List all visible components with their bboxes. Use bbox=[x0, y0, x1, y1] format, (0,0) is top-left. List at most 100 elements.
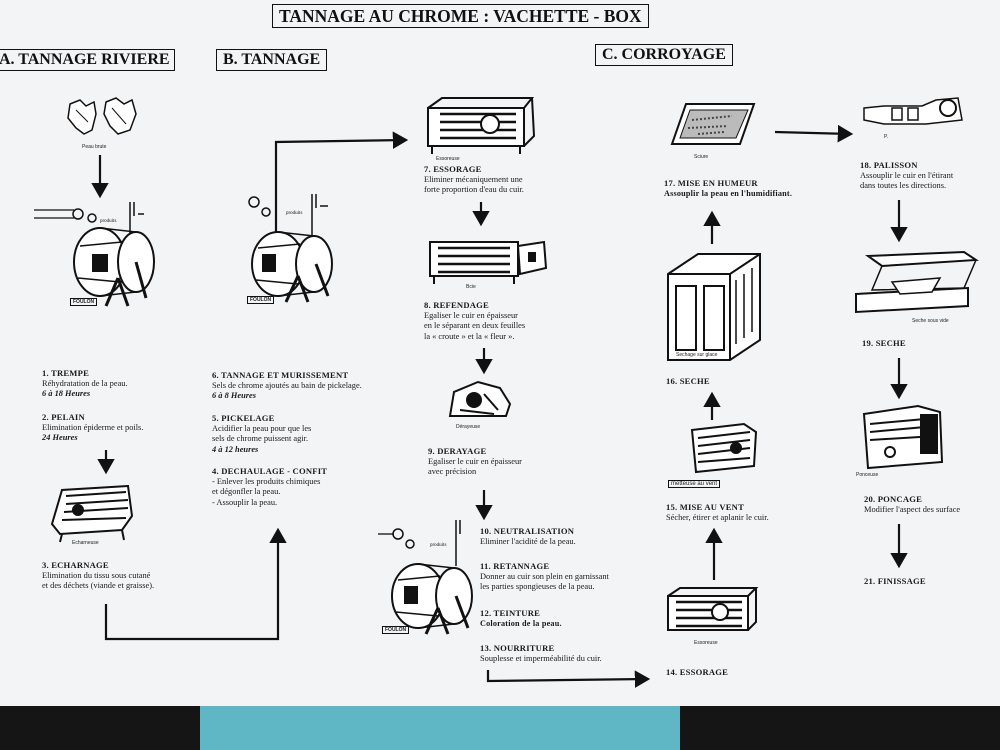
step-19-title: 19. SECHE bbox=[862, 338, 906, 348]
step-9-title: 9. DERAYAGE bbox=[428, 446, 487, 456]
svg-text:produits: produits bbox=[100, 219, 116, 224]
step-8: 8. REFENDAGE Egaliser le cuir en épaisse… bbox=[424, 300, 525, 342]
refendeuse-machine bbox=[429, 240, 548, 284]
step-4-desc-3: - Assouplir la peau. bbox=[212, 497, 278, 507]
step-3-title: 3. ECHARNAGE bbox=[42, 560, 109, 570]
step-4-desc-1: - Enlever les produits chimiques bbox=[212, 476, 321, 486]
echarneuse-machine bbox=[50, 484, 134, 543]
step-6-time: 6 à 8 Heures bbox=[212, 391, 256, 400]
background-teal bbox=[200, 706, 680, 750]
derayeuse-label: Dérayeuse bbox=[456, 424, 481, 430]
palisson-machine bbox=[863, 97, 963, 125]
step-15-title: 15. MISE AU VENT bbox=[666, 502, 745, 512]
peau-brute-label: Peau brute bbox=[82, 144, 107, 150]
step-15-desc: Sécher, étirer et aplanir le cuir. bbox=[666, 512, 769, 522]
foulon-label-2: FOULON bbox=[247, 296, 275, 304]
step-5-title: 5. PICKELAGE bbox=[212, 413, 275, 423]
step-10-desc: Eliminer l'acidité de la peau. bbox=[480, 536, 576, 546]
step-3-desc-2: et des déchets (viande et graisse). bbox=[42, 581, 155, 590]
step-3-desc-1: Elimination du tissu sous cutané bbox=[42, 570, 151, 580]
sciure-tray bbox=[670, 103, 756, 145]
step-1-desc: Réhydratation de la peau. bbox=[42, 378, 128, 388]
step-12-desc: Coloration de la peau. bbox=[480, 618, 562, 628]
step-20-desc: Modifier l'aspect des surface bbox=[864, 504, 961, 514]
step-5: 5. PICKELAGE Acidifier la peau pour que … bbox=[212, 413, 311, 455]
step-17: 17. MISE EN HUMEUR Assouplir la peau en … bbox=[664, 178, 792, 199]
step-18: 18. PALISSON Assouplir le cuir en l'étir… bbox=[860, 160, 953, 192]
sciure-label: Sciure bbox=[694, 154, 709, 160]
seche-vide-label: Seche sous vide bbox=[912, 318, 949, 324]
step-13-desc: Souplesse et imperméabilité du cuir. bbox=[480, 653, 602, 663]
step-4-title: 4. DECHAULAGE - CONFIT bbox=[212, 466, 328, 476]
step-16-title: 16. SECHE bbox=[666, 376, 710, 386]
step-2-desc: Elimination épiderme et poils. bbox=[42, 422, 144, 432]
step-14: 14. ESSORAGE bbox=[666, 667, 728, 678]
secheur-glace-label: Sechage sur glace bbox=[676, 352, 718, 358]
step-8-desc-3: la « croute » et la « fleur ». bbox=[424, 331, 515, 341]
step-7: 7. ESSORAGE Eliminer mécaniquement une f… bbox=[424, 164, 524, 196]
palisson-label: P. bbox=[884, 134, 889, 140]
step-8-title: 8. REFENDAGE bbox=[424, 300, 489, 310]
poster-title: TANNAGE AU CHROME : VACHETTE - BOX bbox=[272, 4, 649, 29]
step-9: 9. DERAYAGE Egaliser le cuir en épaisseu… bbox=[428, 446, 522, 478]
step-16: 16. SECHE bbox=[666, 376, 710, 387]
step-5-desc-2: sels de chrome puissent agir. bbox=[212, 434, 309, 443]
step-2: 2. PELAIN Elimination épiderme et poils.… bbox=[42, 412, 143, 444]
step-17-desc: Assouplir la peau en l'humidifiant. bbox=[664, 188, 793, 198]
step-20-title: 20. PONCAGE bbox=[864, 494, 923, 504]
step-15: 15. MISE AU VENT Sécher, étirer et aplan… bbox=[666, 502, 769, 523]
essoreuse-machine-2 bbox=[667, 587, 759, 631]
step-2-time: 24 Heures bbox=[42, 433, 78, 442]
step-18-desc-1: Assouplir le cuir en l'étirant bbox=[860, 170, 954, 180]
step-5-time: 4 à 12 heures bbox=[212, 444, 259, 454]
step-13: 13. NOURRITURE Souplesse et imperméabili… bbox=[480, 643, 602, 664]
metteuse-label: metteuse au vent bbox=[668, 480, 721, 488]
step-11-desc-1: Donner au cuir son plein en garnissant bbox=[480, 571, 609, 581]
svg-text:produits: produits bbox=[430, 543, 446, 548]
step-18-desc-2: dans toutes les directions. bbox=[860, 181, 947, 190]
step-13-title: 13. NOURRITURE bbox=[480, 643, 555, 653]
step-11: 11. RETANNAGE Donner au cuir son plein e… bbox=[480, 561, 609, 593]
foulon-label-3: FOULON bbox=[382, 626, 410, 634]
secheur-glace-machine bbox=[667, 253, 761, 361]
metteuse-machine bbox=[690, 422, 758, 474]
essoreuse-label-1: Essoreuse bbox=[436, 156, 460, 162]
svg-text:produits: produits bbox=[286, 211, 302, 216]
arrow-return-line bbox=[104, 527, 287, 641]
step-1: 1. TREMPE Réhydratation de la peau. 6 à … bbox=[42, 368, 128, 400]
step-21: 21. FINISSAGE bbox=[864, 576, 926, 587]
step-17-title: 17. MISE EN HUMEUR bbox=[664, 178, 758, 188]
echarneuse-label: Echarneuse bbox=[72, 540, 99, 546]
step-12-title: 12. TEINTURE bbox=[480, 608, 541, 618]
step-9-desc-2: avec précision bbox=[428, 467, 477, 476]
arrow-13-right bbox=[486, 670, 651, 688]
step-7-title: 7. ESSORAGE bbox=[424, 164, 482, 174]
step-18-title: 18. PALISSON bbox=[860, 160, 918, 170]
step-4-desc-2: et dégonfler la peau. bbox=[212, 487, 281, 496]
step-11-desc-2: les parties spongieuses de la peau. bbox=[480, 582, 595, 591]
step-7-desc-1: Eliminer mécaniquement une bbox=[424, 174, 523, 184]
essoreuse-label-2: Essoreuse bbox=[694, 640, 718, 646]
step-7-desc-2: forte proportion d'eau du cuir. bbox=[424, 185, 524, 194]
step-1-time: 6 à 18 Heures bbox=[42, 389, 91, 398]
step-6-desc: Sels de chrome ajoutés au bain de pickel… bbox=[212, 380, 362, 390]
essoreuse-machine-1 bbox=[427, 97, 536, 154]
step-6: 6. TANNAGE ET MURISSEMENT Sels de chrome… bbox=[212, 370, 362, 402]
section-a-header: A. TANNAGE RIVIERE bbox=[0, 49, 175, 72]
foulon-drum-2: produits bbox=[248, 194, 333, 303]
derayeuse-machine bbox=[448, 380, 512, 417]
step-9-desc-1: Egaliser le cuir en épaisseur bbox=[428, 456, 522, 466]
step-19: 19. SECHE bbox=[862, 338, 906, 349]
step-21-title: 21. FINISSAGE bbox=[864, 576, 926, 586]
step-5-desc-1: Acidifier la peau pour que les bbox=[212, 423, 312, 433]
step-3: 3. ECHARNAGE Elimination du tissu sous c… bbox=[42, 560, 154, 592]
step-4: 4. DECHAULAGE - CONFIT - Enlever les pro… bbox=[212, 466, 327, 508]
refendeuse-label: Bcie bbox=[466, 284, 476, 290]
foulon-label-1: FOULON bbox=[70, 298, 98, 306]
step-12: 12. TEINTURE Coloration de la peau. bbox=[480, 608, 562, 629]
step-1-title: 1. TREMPE bbox=[42, 368, 90, 378]
raw-hide-icon bbox=[67, 97, 137, 135]
step-8-desc-2: en le séparant en deux feuilles bbox=[424, 321, 526, 330]
step-20: 20. PONCAGE Modifier l'aspect des surfac… bbox=[864, 494, 960, 515]
